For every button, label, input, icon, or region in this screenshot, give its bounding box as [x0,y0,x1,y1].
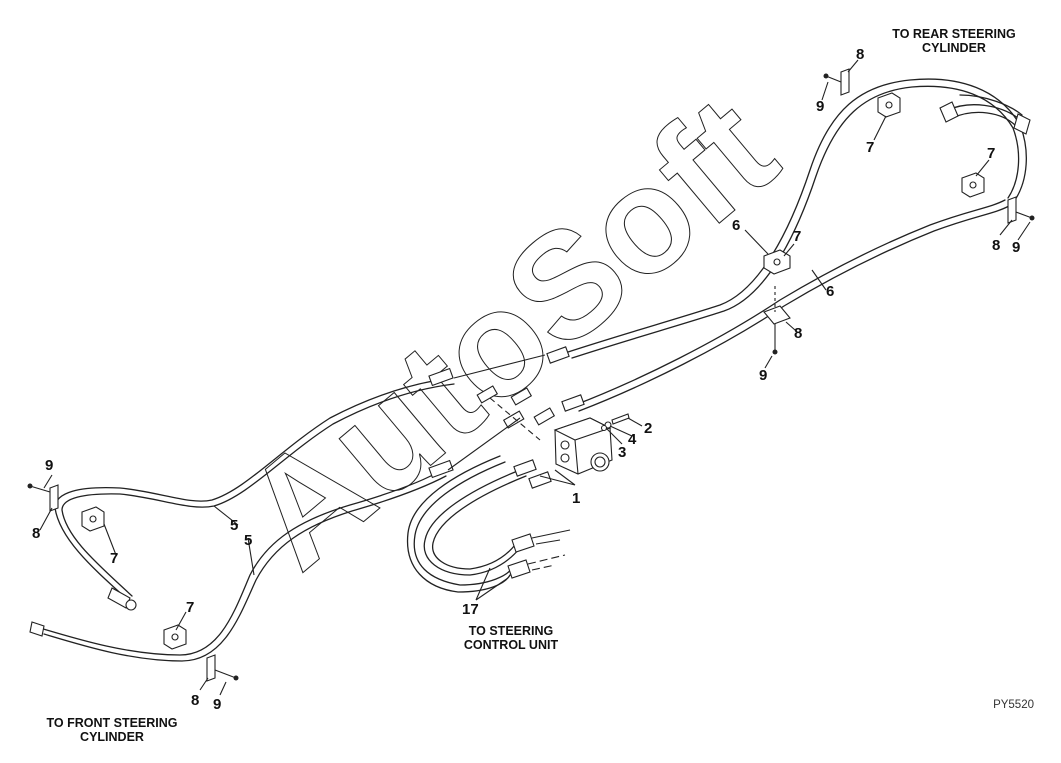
valve-block [553,417,613,475]
rear-hose-ends [939,94,1031,135]
valve-bolt [600,413,630,432]
bracket [823,68,850,96]
callout-7: 7 [110,550,118,567]
callout-9: 9 [759,367,767,384]
hose-5-upper [54,377,455,601]
callout-7: 7 [866,139,874,156]
hose-5-lower [39,469,447,662]
front-hose-fitting-left [29,621,45,637]
caption-front-line2: CYLINDER [80,730,144,744]
callout-7: 7 [186,599,194,616]
hose-17 [406,455,571,593]
callout-2: 2 [644,420,652,437]
callout-6: 6 [826,283,834,300]
hose-6-lower [574,199,1010,412]
figure-code: PY5520 [993,699,1034,711]
bracket [27,483,59,512]
callout-5: 5 [230,517,238,534]
caption-control-line2: CONTROL UNIT [464,638,559,652]
callout-4: 4 [628,431,637,448]
leader-lines [39,59,1031,696]
callout-8: 8 [856,46,864,63]
bracket [206,654,239,682]
clamp [81,506,105,532]
valve-fittings [428,346,585,489]
caption-control-line1: TO STEERING [469,624,554,638]
callout-3: 3 [618,444,626,461]
callout-9: 9 [1012,239,1020,256]
caption-rear-line2: CYLINDER [922,41,986,55]
callout-7: 7 [987,145,995,162]
caption-rear-line1: TO REAR STEERING [892,27,1015,41]
clamp [877,92,901,118]
bracket [1007,196,1035,224]
clamp [163,624,187,650]
callout-8: 8 [32,525,40,542]
callout-1: 1 [572,490,580,507]
callout-5: 5 [244,532,252,549]
watermark: AutoSoft [213,64,806,600]
caption-front-line1: TO FRONT STEERING [46,716,177,730]
clamp [763,249,791,275]
callout-7: 7 [793,228,801,245]
callout-17: 17 [462,601,479,618]
callout-8: 8 [992,237,1000,254]
callout-8: 8 [191,692,199,709]
callout-9: 9 [213,696,221,713]
callout-9: 9 [45,457,53,474]
callout-6: 6 [732,217,740,234]
clamp [961,172,985,198]
callout-9: 9 [816,98,824,115]
bracket [763,286,791,355]
callout-8: 8 [794,325,802,342]
front-hose-fitting-right [107,587,137,611]
